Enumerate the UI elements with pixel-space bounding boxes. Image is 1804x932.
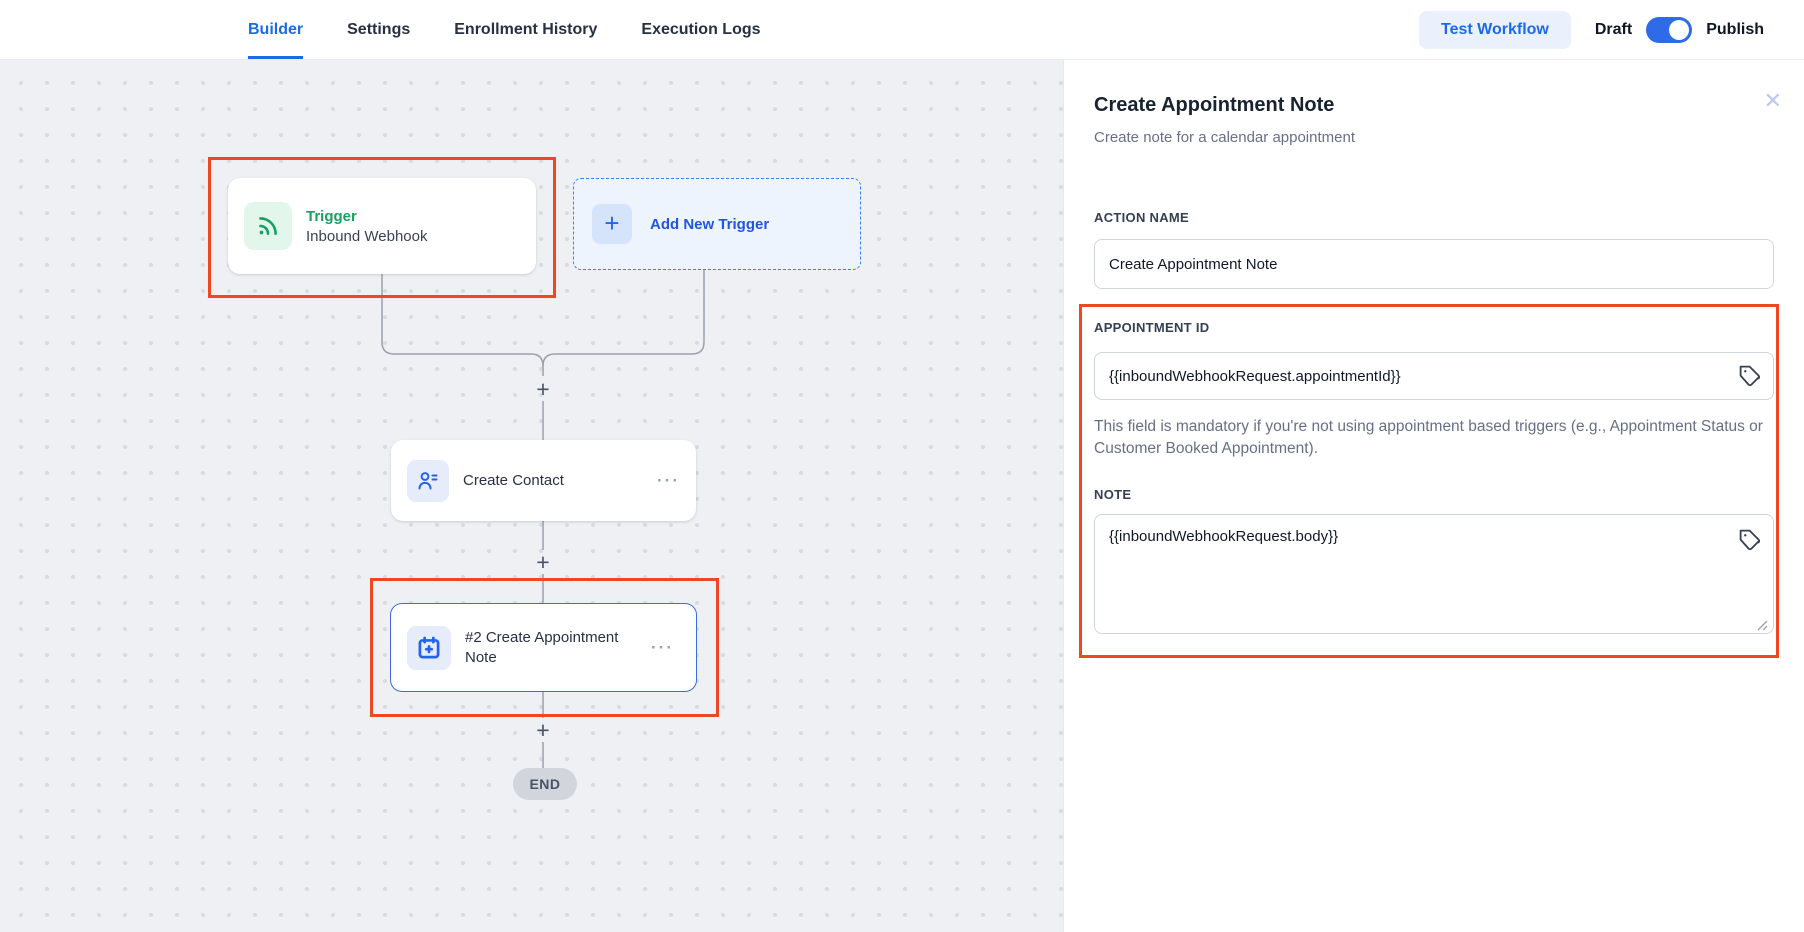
appointment-id-input[interactable] xyxy=(1094,352,1774,400)
appointment-id-helper-text: This field is mandatory if you're not us… xyxy=(1094,418,1763,458)
add-action-button[interactable]: + xyxy=(536,717,550,743)
add-new-trigger-label: Add New Trigger xyxy=(650,215,770,233)
tab-settings[interactable]: Settings xyxy=(347,20,411,38)
end-badge: END xyxy=(513,768,577,800)
node-menu-button[interactable]: ··· xyxy=(651,637,674,657)
toggle-knob xyxy=(1669,19,1690,40)
plus-icon: + xyxy=(592,204,632,244)
panel-title: Create Appointment Note xyxy=(1094,94,1335,116)
tag-icon[interactable] xyxy=(1738,528,1762,552)
trigger-name-label: Inbound Webhook xyxy=(306,227,428,245)
action-name-label: ACTION NAME xyxy=(1094,210,1190,225)
appointment-node-label: #2 Create Appointment Note xyxy=(465,629,619,666)
action-name-input[interactable] xyxy=(1094,239,1774,289)
panel-subtitle: Create note for a calendar appointment xyxy=(1094,129,1355,146)
topbar-actions: Test Workflow Draft Publish xyxy=(1419,0,1804,59)
publish-label: Publish xyxy=(1706,20,1764,38)
create-contact-node[interactable]: Create Contact ··· xyxy=(391,440,696,521)
workflow-tabs: Builder Settings Enrollment History Exec… xyxy=(248,0,761,59)
calendar-plus-icon xyxy=(407,625,451,670)
tab-execution-logs[interactable]: Execution Logs xyxy=(641,20,761,38)
trigger-type-label: Trigger xyxy=(306,207,357,225)
add-action-button[interactable]: + xyxy=(536,549,550,575)
tag-icon[interactable] xyxy=(1738,364,1762,388)
add-action-button[interactable]: + xyxy=(536,376,550,402)
tab-builder[interactable]: Builder xyxy=(248,0,304,59)
close-icon[interactable]: ✕ xyxy=(1763,88,1782,113)
rss-icon xyxy=(244,202,292,250)
top-bar: Builder Settings Enrollment History Exec… xyxy=(0,0,1804,60)
publish-toggle[interactable] xyxy=(1646,16,1693,43)
create-appointment-note-node[interactable]: #2 Create Appointment Note ··· xyxy=(390,603,697,692)
create-contact-label: Create Contact xyxy=(463,471,564,489)
node-menu-button[interactable]: ··· xyxy=(657,470,680,490)
contact-icon xyxy=(407,459,449,502)
highlighted-fields-group: APPOINTMENT ID This field is mandatory i… xyxy=(1079,304,1779,658)
tab-enrollment-history[interactable]: Enrollment History xyxy=(454,20,598,38)
workflow-canvas[interactable]: Trigger Inbound Webhook + Add New Trigge… xyxy=(0,60,1063,932)
action-settings-panel: Create Appointment Note ✕ Create note fo… xyxy=(1063,60,1804,932)
trigger-node[interactable]: Trigger Inbound Webhook xyxy=(228,178,536,274)
note-textarea[interactable]: {{inboundWebhookRequest.body}} xyxy=(1094,513,1774,634)
appointment-id-label: APPOINTMENT ID xyxy=(1094,320,1210,335)
add-new-trigger-button[interactable]: + Add New Trigger xyxy=(573,178,861,270)
trigger-node-text: Trigger Inbound Webhook xyxy=(306,208,428,245)
test-workflow-button[interactable]: Test Workflow xyxy=(1419,10,1571,49)
note-label: NOTE xyxy=(1094,486,1132,502)
draft-label: Draft xyxy=(1594,20,1633,38)
